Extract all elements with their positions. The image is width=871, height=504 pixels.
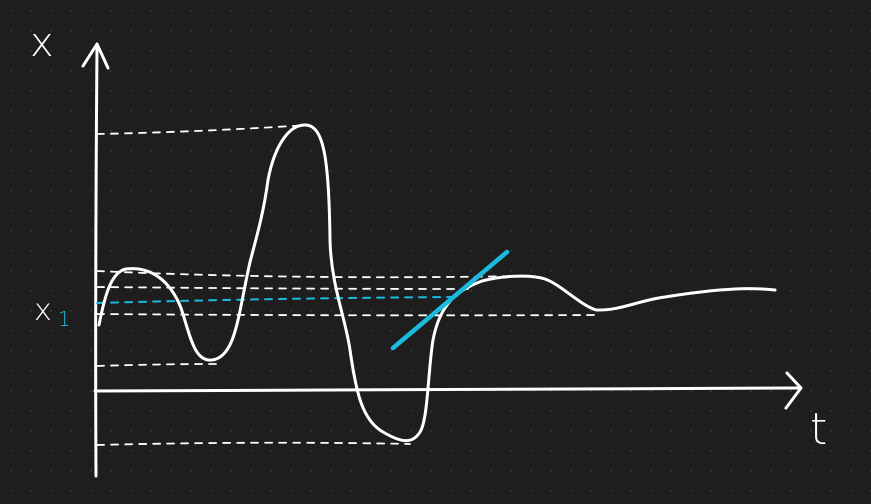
guide-first-trough (96, 363, 219, 367)
y-axis-line (94, 44, 99, 478)
x-axis (93, 371, 803, 410)
x-axis-arrowhead (784, 371, 803, 410)
tangent-line (390, 249, 510, 351)
guide-band-mid (96, 286, 471, 290)
guide-min (96, 441, 411, 446)
y-axis (81, 42, 110, 478)
x-axis-label: t (810, 404, 827, 455)
guide-peak-max (96, 124, 309, 135)
y-axis-label: x (30, 20, 54, 66)
response-curve (97, 123, 777, 443)
reference-level-label: x (34, 293, 52, 328)
x-axis-line (93, 386, 802, 393)
reference-level-subscript: 1 (58, 307, 71, 331)
guide-lower-band (96, 313, 601, 317)
y-axis-arrowhead (81, 42, 110, 70)
reference-level-line (96, 296, 461, 304)
